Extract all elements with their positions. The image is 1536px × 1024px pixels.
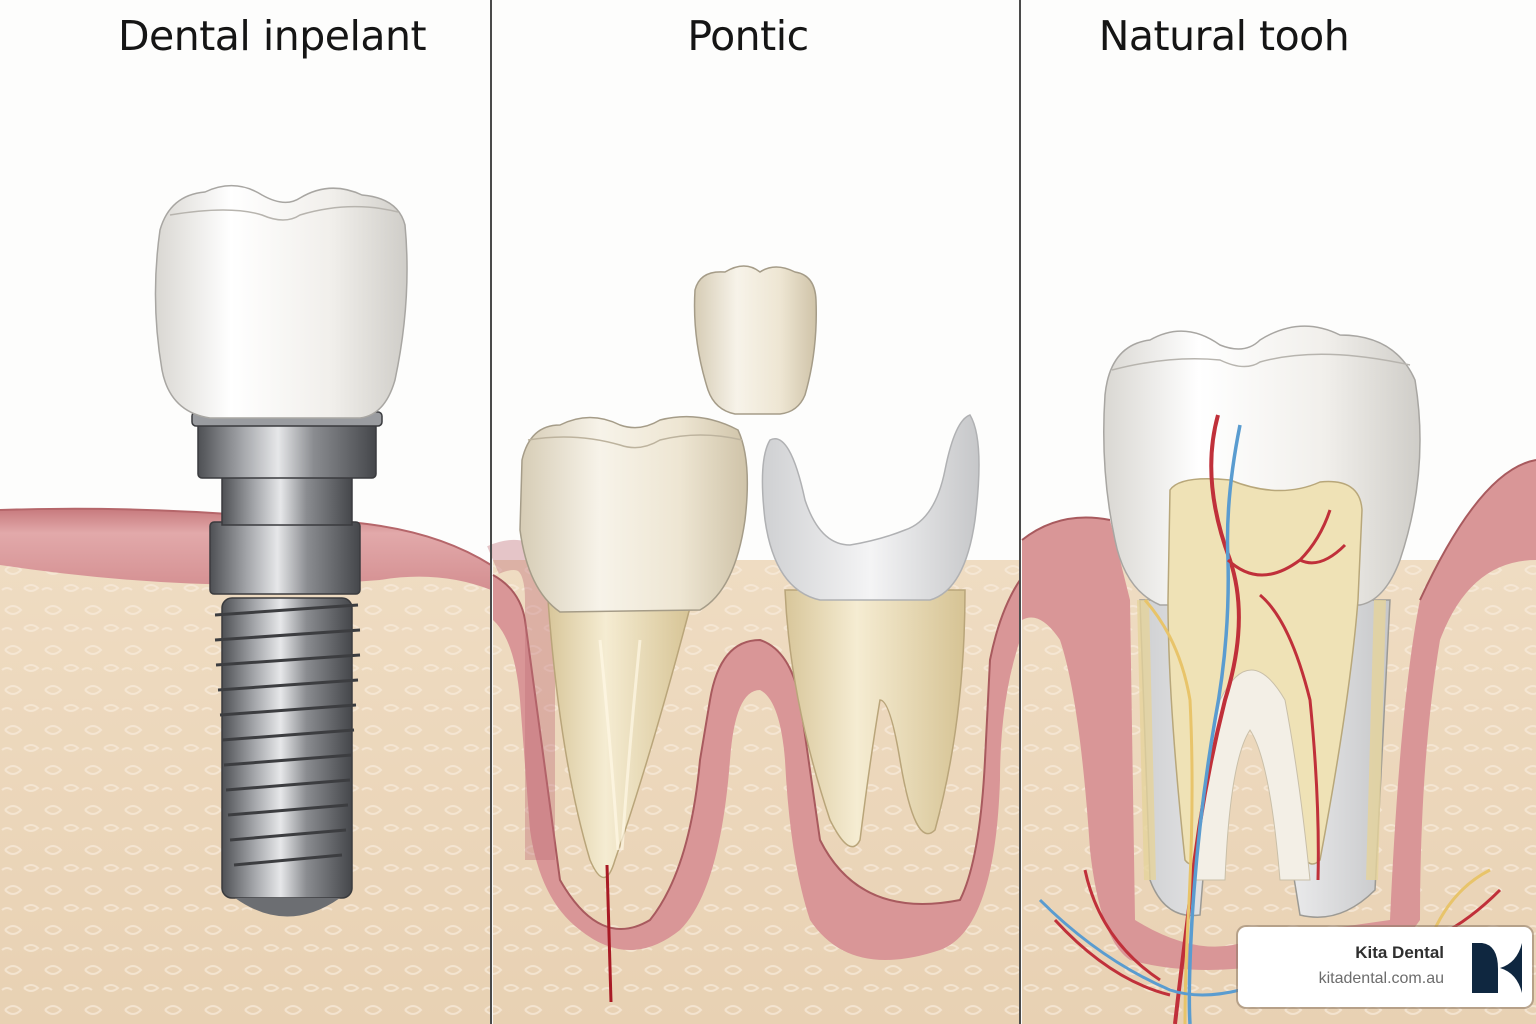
- implant-screw-icon: [191, 411, 383, 917]
- panel-divider-2: [1019, 0, 1021, 1024]
- brand-badge[interactable]: Kita Dental kitadental.com.au: [1238, 927, 1532, 1007]
- panel-divider-1: [490, 0, 492, 1024]
- natural-tooth-panel-art: [1021, 325, 1536, 1024]
- brand-name: Kita Dental: [1355, 943, 1444, 962]
- pontic-panel-art: [487, 265, 1021, 1024]
- panel-title-natural-tooth: Natural tooh: [1098, 12, 1350, 60]
- kita-dental-logo-icon: [1472, 943, 1522, 993]
- implant-crown-icon: [154, 185, 408, 419]
- panel-title-pontic: Pontic: [687, 12, 809, 60]
- implant-panel-art: [0, 185, 492, 1024]
- natural-tooth-icon: [1103, 325, 1421, 918]
- pontic-crown-icon: [693, 265, 817, 415]
- panel-title-implant: Dental inpelant: [117, 12, 427, 60]
- brand-url[interactable]: kitadental.com.au: [1318, 970, 1444, 987]
- blood-vessels-icon: [1038, 414, 1502, 1024]
